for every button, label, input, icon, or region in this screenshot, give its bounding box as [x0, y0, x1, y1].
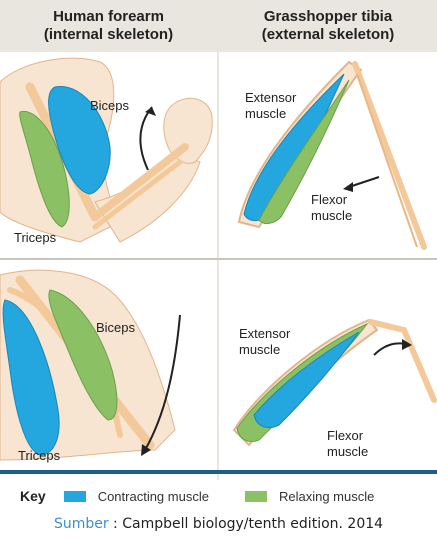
- panel-human-extended: Biceps Triceps: [0, 260, 217, 470]
- label-extensor-top-1: Extensor: [245, 90, 296, 105]
- human-arm-extended-illustration: [0, 260, 217, 470]
- key-relaxing-label: Relaxing muscle: [279, 489, 374, 504]
- label-flexor-top-1: Flexor: [311, 192, 347, 207]
- panel-human-flexed: Biceps Triceps: [0, 52, 217, 258]
- header-right-title: Grasshopper tibia: [264, 8, 392, 26]
- label-triceps-bottom: Triceps: [18, 448, 60, 463]
- header-left-subtitle: (internal skeleton): [44, 26, 173, 44]
- label-flexor-top-2: muscle: [311, 208, 352, 223]
- header-right-subtitle: (external skeleton): [262, 26, 395, 44]
- label-biceps-top: Biceps: [90, 98, 129, 113]
- source-caption: Sumber : Campbell biology/tenth edition.…: [0, 516, 437, 532]
- header-left-title: Human forearm: [53, 8, 164, 26]
- legend-key: Key Contracting muscle Relaxing muscle: [0, 480, 437, 512]
- label-extensor-top-2: muscle: [245, 106, 286, 121]
- source-link[interactable]: Sumber: [54, 516, 109, 532]
- label-extensor-bottom-1: Extensor: [239, 326, 290, 341]
- key-contracting-label: Contracting muscle: [98, 489, 209, 504]
- contracting-swatch: [64, 491, 86, 502]
- human-arm-flexed-illustration: [0, 52, 217, 258]
- header-grasshopper-tibia: Grasshopper tibia (external skeleton): [219, 0, 437, 52]
- label-triceps-top: Triceps: [14, 230, 56, 245]
- grasshopper-leg-flexed-illustration: [219, 52, 437, 258]
- key-title: Key: [20, 488, 46, 504]
- label-flexor-bottom-1: Flexor: [327, 428, 363, 443]
- label-flexor-bottom-2: muscle: [327, 444, 368, 459]
- relaxing-swatch: [245, 491, 267, 502]
- label-extensor-bottom-2: muscle: [239, 342, 280, 357]
- label-biceps-bottom: Biceps: [96, 320, 135, 335]
- source-text: : Campbell biology/tenth edition. 2014: [109, 516, 383, 532]
- key-rule: [0, 470, 437, 474]
- panel-grasshopper-extended: Extensor muscle Flexor muscle: [219, 260, 437, 470]
- panel-grasshopper-flexed: Extensor muscle Flexor muscle: [219, 52, 437, 258]
- header-human-forearm: Human forearm (internal skeleton): [0, 0, 217, 52]
- muscle-antagonist-figure: Human forearm (internal skeleton) Grassh…: [0, 0, 437, 480]
